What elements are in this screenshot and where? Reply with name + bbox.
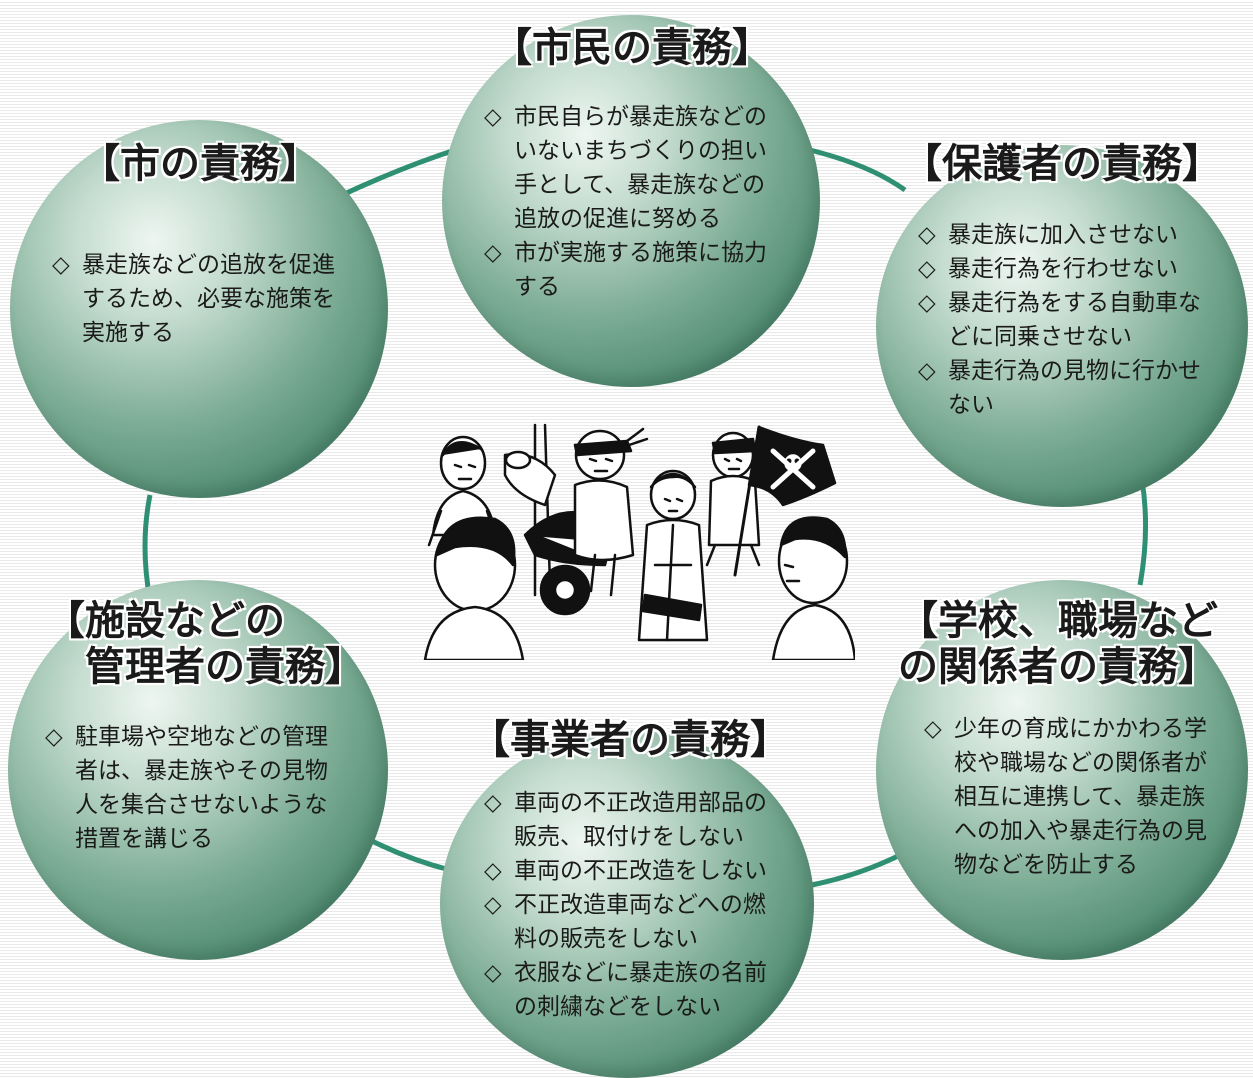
school-title: 【学校、職場など の関係者の責務】 xyxy=(898,598,1218,690)
citizens-circle xyxy=(442,15,820,387)
road-line xyxy=(533,423,552,597)
facilities-circle xyxy=(8,580,388,960)
facilities-items: ◇駐車場や空地などの管理者は、暴走族やその見物人を集合させないような措置を講じる xyxy=(45,720,345,856)
business-items: ◇車両の不正改造用部品の販売、取付けをしない ◇車両の不正改造をしない ◇不正改… xyxy=(484,786,784,1024)
biker-girl-kimono xyxy=(637,469,709,642)
onlooker-man-left xyxy=(427,435,499,547)
guardians-circle xyxy=(876,145,1248,507)
onlooker-man-front-left xyxy=(423,516,525,660)
list-item: ◇不正改造車両などへの燃料の販売をしない xyxy=(484,892,766,952)
connector-city-citizens xyxy=(338,147,456,199)
list-item: ◇暴走族などの追放を促進するため、必要な施策を実施する xyxy=(52,252,335,346)
city-items: ◇暴走族などの追放を促進するため、必要な施策を実施する xyxy=(52,248,352,350)
list-item: ◇車両の不正改造用部品の販売、取付けをしない xyxy=(484,790,767,850)
business-circle xyxy=(440,730,814,1078)
city-title: 【市の責務】 xyxy=(80,141,320,187)
list-item: ◇車両の不正改造をしない xyxy=(484,858,767,884)
onlooker-man-right xyxy=(771,516,855,660)
group-confronting-biker-gang-illustration xyxy=(423,423,855,660)
list-item: ◇市民自らが暴走族などのいないまちづくりの担い手として、暴走族などの追放の促進に… xyxy=(484,104,767,232)
school-circle xyxy=(876,580,1248,960)
connector-citizens-guardians xyxy=(809,147,907,193)
city-circle xyxy=(10,120,388,498)
citizens-items: ◇市民自らが暴走族などのいないまちづくりの担い手として、暴走族などの追放の促進に… xyxy=(484,100,784,304)
citizens-title: 【市民の責務】 xyxy=(492,25,772,71)
guardians-title: 【保護者の責務】 xyxy=(902,141,1222,187)
list-item: ◇暴走行為をする自動車などに同乗させない xyxy=(918,290,1201,350)
guardians-items: ◇暴走族に加入させない ◇暴走行為を行わせない ◇暴走行為をする自動車などに同乗… xyxy=(918,218,1218,422)
skull-crossbones-flag-icon xyxy=(747,425,837,507)
facilities-title: 【施設などの 管理者の責務】 xyxy=(45,598,365,690)
list-item: ◇少年の育成にかかわる学校や職場などの関係者が相互に連携して、暴走族への加入や暴… xyxy=(924,716,1207,878)
connector-school-business xyxy=(811,852,902,888)
list-item: ◇暴走族に加入させない xyxy=(918,222,1178,248)
school-items: ◇少年の育成にかかわる学校や職場などの関係者が相互に連携して、暴走族への加入や暴… xyxy=(924,712,1224,882)
list-item: ◇暴走行為の見物に行かせない xyxy=(918,358,1201,418)
biker-rider xyxy=(573,427,649,597)
list-item: ◇市が実施する施策に協力する xyxy=(484,240,767,300)
connector-facilities-city xyxy=(142,494,153,601)
connector-guardians-school xyxy=(1137,479,1149,586)
flag-bearer xyxy=(705,425,761,577)
list-item: ◇駐車場や空地などの管理者は、暴走族やその見物人を集合させないような措置を講じる xyxy=(45,724,328,852)
list-item: ◇暴走行為を行わせない xyxy=(918,256,1178,282)
list-item: ◇衣服などに暴走族の名前の刺繍などをしない xyxy=(484,960,767,1020)
connector-business-facilities xyxy=(368,837,451,873)
business-title: 【事業者の責務】 xyxy=(470,717,790,763)
